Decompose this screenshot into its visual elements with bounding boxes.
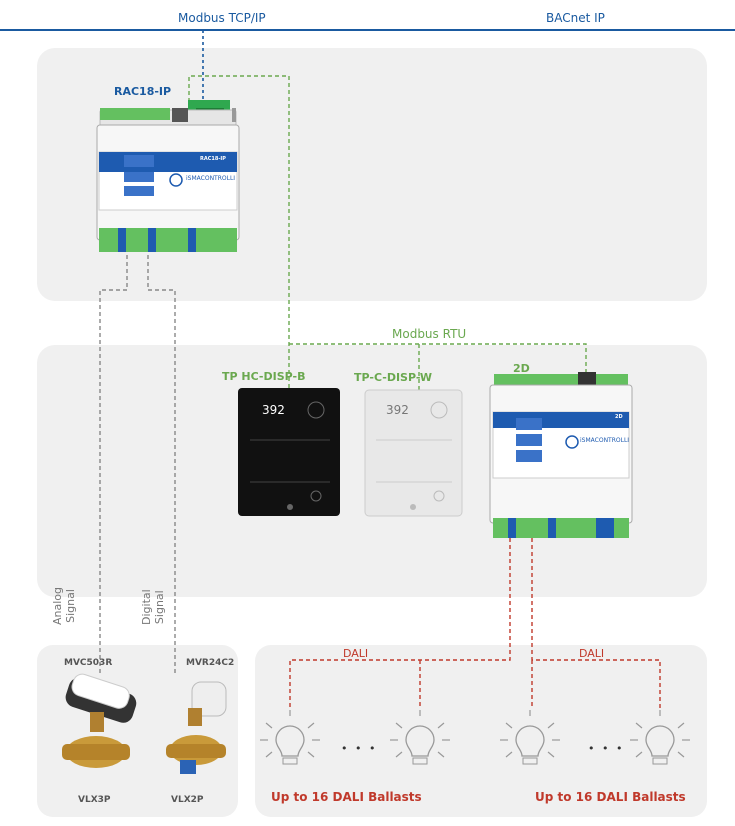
analog-signal-link — [99, 248, 128, 676]
panel-white-display: 392 — [386, 403, 409, 417]
panel-white-label: TP-C-DISP-W — [354, 371, 433, 384]
panel-black-display: 392 — [262, 403, 285, 417]
dali-module-panel-name: 2D — [615, 414, 623, 420]
modbus-tcp-label: Modbus TCP/IP — [178, 11, 266, 25]
zone-dali — [255, 645, 707, 817]
dali-module-label: 2D — [513, 362, 530, 375]
ellipsis-left: • • • — [341, 742, 378, 755]
controller-label: RAC18-IP — [114, 85, 172, 98]
controller-panel-name: RAC18-IP — [200, 156, 226, 162]
actuator-left-top: MVC503R — [64, 658, 113, 668]
ballast-right-label: Up to 16 DALI Ballasts — [535, 790, 686, 804]
digital-signal-link — [147, 248, 176, 676]
rac18-controller — [96, 100, 240, 252]
dali-bus-right-label: DALI — [579, 647, 605, 660]
light-bulb-icon — [390, 710, 450, 765]
light-bulb-icon — [260, 710, 320, 765]
actuator-right — [166, 681, 227, 774]
ballast-group — [260, 710, 690, 765]
dali-bus-right — [531, 538, 661, 708]
modbus-rtu-label: Modbus RTU — [392, 327, 467, 341]
bacnet-label: BACnet IP — [546, 11, 605, 25]
dali-module-brand: iSMACONTROLLI — [580, 437, 630, 444]
analog-signal-label: Analog Signal — [51, 586, 77, 625]
dali-module — [489, 372, 633, 538]
light-bulb-icon — [500, 710, 560, 765]
ellipsis-right: • • • — [588, 742, 625, 755]
dali-bus-left-label: DALI — [343, 647, 369, 660]
ballast-left-label: Up to 16 DALI Ballasts — [271, 790, 422, 804]
controller-brand: iSMACONTROLLI — [186, 175, 236, 182]
panel-black-label: TP HC-DISP-B — [222, 370, 306, 383]
light-bulb-icon — [630, 710, 690, 765]
zone-actuators — [37, 645, 238, 817]
modbus-rtu-link — [188, 75, 587, 402]
actuator-right-top: MVR24C2 — [186, 658, 235, 668]
actuator-left — [62, 673, 137, 768]
panel-white — [364, 389, 463, 517]
actuator-left-bottom: VLX3P — [78, 795, 111, 805]
dali-bus-left — [289, 538, 511, 708]
digital-signal-label: Digital Signal — [140, 589, 166, 625]
actuator-right-bottom: VLX2P — [171, 795, 204, 805]
panel-black — [238, 388, 340, 516]
